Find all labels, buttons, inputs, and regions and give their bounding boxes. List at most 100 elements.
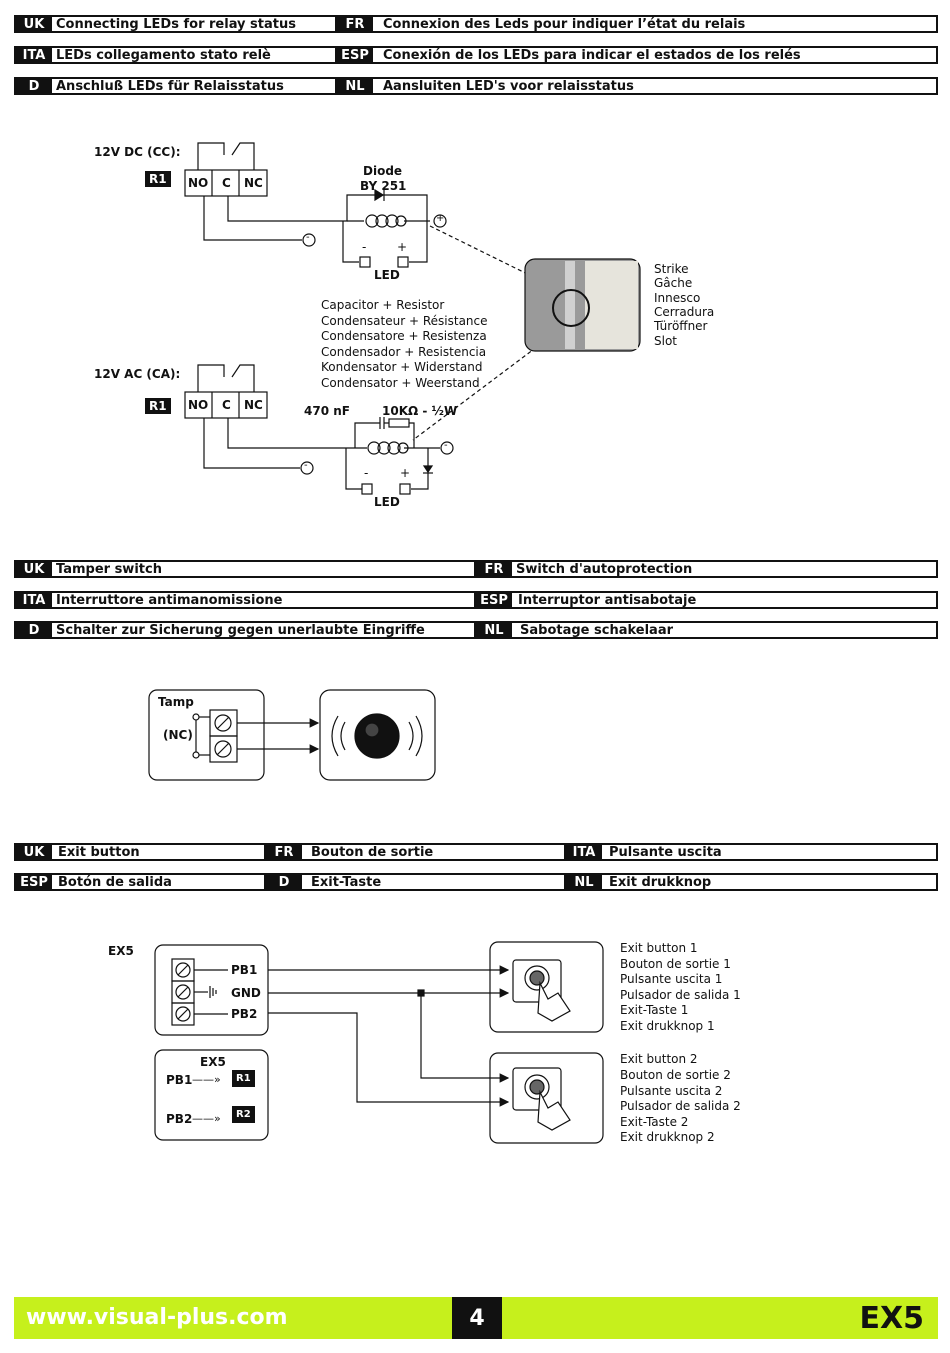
ac-led-plus: +	[400, 466, 411, 480]
diode-model: BY 251	[360, 179, 407, 193]
dc-led-label: LED	[374, 268, 400, 282]
heading-nl: Exit drukknop	[609, 874, 712, 890]
strike-label-nl: Slot	[654, 334, 677, 348]
ac-led-label: LED	[374, 495, 400, 509]
heading-d: Schalter zur Sicherung gegen unerlaubte …	[56, 622, 425, 638]
ac-relay-tag: R1	[145, 398, 171, 414]
lang-tag-ita: ITA	[16, 593, 52, 608]
map-r1-tag: R1	[232, 1070, 255, 1087]
ac-neg-terminal: -	[304, 460, 308, 471]
dc-terminal-c: C	[222, 176, 231, 190]
header-row-ita-esp-2: ITA Interruttore antimanomissione ESP In…	[14, 591, 938, 609]
ac-terminal-nc: NC	[244, 398, 263, 412]
map-r2-tag: R2	[232, 1106, 255, 1123]
heading-ita: LEDs collegamento stato relè	[56, 47, 271, 63]
button1-label-nl: Exit drukknop 1	[620, 1019, 715, 1033]
dc-led-plus: +	[397, 240, 408, 254]
button2-label-ita: Pulsante uscita 2	[620, 1084, 723, 1098]
lang-tag-ita: ITA	[566, 845, 602, 860]
page-number: 4	[452, 1297, 502, 1339]
terminal-pb2: PB2	[231, 1007, 258, 1021]
dc-supply-label: 12V DC (CC):	[94, 145, 181, 159]
ac-terminal-no: NO	[188, 398, 209, 412]
heading-ita: Pulsante uscita	[609, 844, 722, 860]
lang-tag-esp: ESP	[337, 48, 373, 63]
header-row-d-nl-1: D Anschluß LEDs für Relaisstatus NL Aans…	[14, 77, 938, 95]
dc-relay-tag: R1	[145, 171, 171, 187]
tamper-nc-label: (NC)	[163, 728, 193, 742]
lang-tag-d: D	[266, 875, 302, 890]
dc-led-minus: -	[362, 240, 367, 254]
heading-esp: Interruptor antisabotaje	[518, 592, 697, 608]
ac-supply-label: 12V AC (CA):	[94, 367, 181, 381]
button2-label-fr: Bouton de sortie 2	[620, 1068, 731, 1082]
heading-d: Exit-Taste	[311, 874, 382, 890]
dc-pos-terminal: +	[436, 213, 445, 224]
heading-fr: Bouton de sortie	[311, 844, 434, 860]
lang-tag-esp: ESP	[476, 593, 512, 608]
heading-d: Anschluß LEDs für Relaisstatus	[56, 78, 284, 94]
heading-esp: Botón de salida	[58, 874, 172, 890]
tamper-label: Tamp	[158, 695, 194, 709]
resistor-value: 10KΩ - ½W	[382, 404, 458, 418]
terminal-gnd: GND	[231, 986, 261, 1000]
button2-label-uk: Exit button 2	[620, 1052, 698, 1066]
cap-res-label-uk: Capacitor + Resistor	[321, 298, 445, 312]
cap-res-label-esp: Condensador + Resistencia	[321, 345, 487, 359]
button1-label-fr: Bouton de sortie 1	[620, 957, 731, 971]
header-row-ita-esp-1: ITA LEDs collegamento stato relè ESP Con…	[14, 46, 938, 64]
lang-tag-uk: UK	[16, 845, 52, 860]
capacitor-value: 470 nF	[304, 404, 350, 418]
header-row-uk-fr-2: UK Tamper switch FR Switch d'autoprotect…	[14, 560, 938, 578]
heading-nl: Sabotage schakelaar	[520, 622, 674, 638]
cap-res-label-fr: Condensateur + Résistance	[321, 314, 488, 328]
dc-relay-terminal-block	[184, 169, 268, 197]
map-pb2-label: PB2	[166, 1112, 193, 1126]
button1-label-d: Exit-Taste 1	[620, 1003, 689, 1017]
heading-uk: Tamper switch	[56, 561, 162, 577]
strike-label-ita: Innesco	[654, 291, 701, 305]
ac-neg-terminal-2: -	[444, 440, 448, 451]
button2-label-esp: Pulsador de salida 2	[620, 1099, 741, 1113]
footer-bar: www.visual-plus.com 4 EX5	[14, 1297, 938, 1339]
lang-tag-d: D	[16, 623, 52, 638]
model-name: EX5	[859, 1301, 925, 1336]
button1-label-uk: Exit button 1	[620, 941, 698, 955]
strike-label-uk: Strike	[654, 262, 689, 276]
lang-tag-ita: ITA	[16, 48, 52, 63]
terminal-pb1: PB1	[231, 963, 258, 977]
button1-label-ita: Pulsante uscita 1	[620, 972, 723, 986]
heading-uk: Exit button	[58, 844, 140, 860]
ac-led-minus: -	[364, 466, 369, 480]
strike-label-esp: Cerradura	[654, 305, 715, 319]
dc-terminal-no: NO	[188, 176, 209, 190]
ex5-label: EX5	[108, 944, 134, 958]
cap-res-label-d: Kondensator + Widerstand	[321, 360, 483, 374]
dc-terminal-nc: NC	[244, 176, 263, 190]
heading-esp: Conexión de los LEDs para indicar el est…	[383, 47, 801, 63]
map-ex5-label: EX5	[200, 1055, 226, 1069]
heading-ita: Interruttore antimanomissione	[56, 592, 283, 608]
strike-label-fr: Gâche	[654, 276, 693, 290]
map-arrow-2: ——»	[192, 1112, 221, 1125]
heading-uk: Connecting LEDs for relay status	[56, 16, 296, 32]
cap-res-label-nl: Condensator + Weerstand	[321, 376, 480, 390]
lang-tag-nl: NL	[566, 875, 602, 890]
heading-fr: Switch d'autoprotection	[516, 561, 693, 577]
lang-tag-uk: UK	[16, 562, 52, 577]
lang-tag-uk: UK	[16, 17, 52, 32]
lang-tag-d: D	[16, 79, 52, 94]
button1-label-esp: Pulsador de salida 1	[620, 988, 741, 1002]
heading-fr: Connexion des Leds pour indiquer l’état …	[383, 16, 746, 32]
map-pb1-label: PB1	[166, 1073, 193, 1087]
lang-tag-fr: FR	[476, 562, 512, 577]
ac-terminal-c: C	[222, 398, 231, 412]
strike-label-d: Türöffner	[654, 319, 708, 333]
lang-tag-nl: NL	[476, 623, 512, 638]
diode-label: Diode	[363, 164, 403, 178]
header-row-uk-fr-1: UK Connecting LEDs for relay status FR C…	[14, 15, 938, 33]
map-arrow-1: ——»	[192, 1073, 221, 1086]
lang-tag-esp: ESP	[16, 875, 52, 890]
footer-url-link[interactable]: www.visual-plus.com	[26, 1305, 288, 1330]
